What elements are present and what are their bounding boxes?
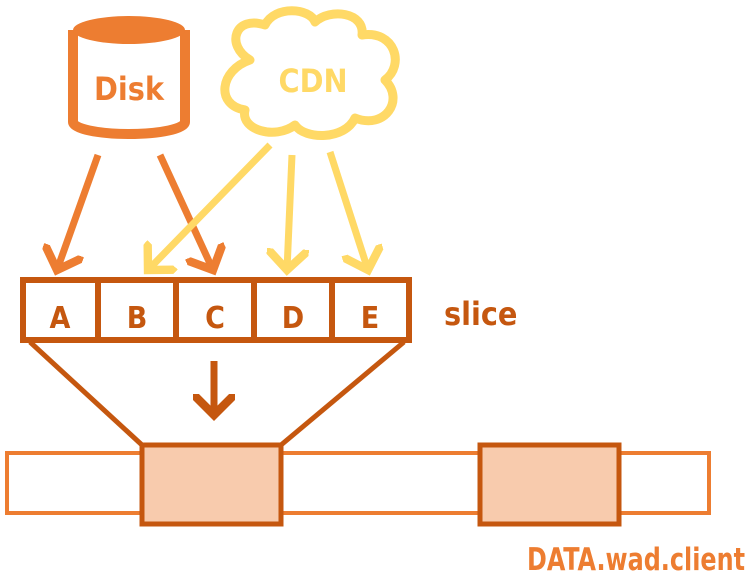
- slice-cell-e: E: [361, 301, 379, 336]
- disk-label: Disk: [94, 70, 165, 108]
- slice-cell-c: C: [205, 301, 225, 336]
- file-label: DATA.wad.client: [527, 542, 745, 578]
- slice-cell-b: B: [127, 301, 148, 336]
- funnel-left: [28, 340, 144, 447]
- arrow-disk-to-c: [156, 153, 213, 270]
- file-chunk-2: [477, 442, 622, 527]
- slice-cell-d: D: [282, 301, 304, 336]
- slice-cell-a: A: [50, 301, 71, 336]
- slice-box: [20, 277, 412, 343]
- cdn-label: CDN: [278, 62, 347, 100]
- arrow-cdn-to-d: [287, 154, 292, 270]
- file-chunk-1: [139, 442, 284, 527]
- disk-icon: [68, 16, 190, 139]
- cloud-icon: [220, 6, 400, 140]
- arrow-cdn-to-e: [326, 150, 368, 270]
- arrow-disk-to-a: [57, 153, 102, 270]
- arrow-cdn-to-b: [148, 142, 273, 270]
- funnel-right: [279, 340, 406, 447]
- slice-label: slice: [444, 295, 517, 333]
